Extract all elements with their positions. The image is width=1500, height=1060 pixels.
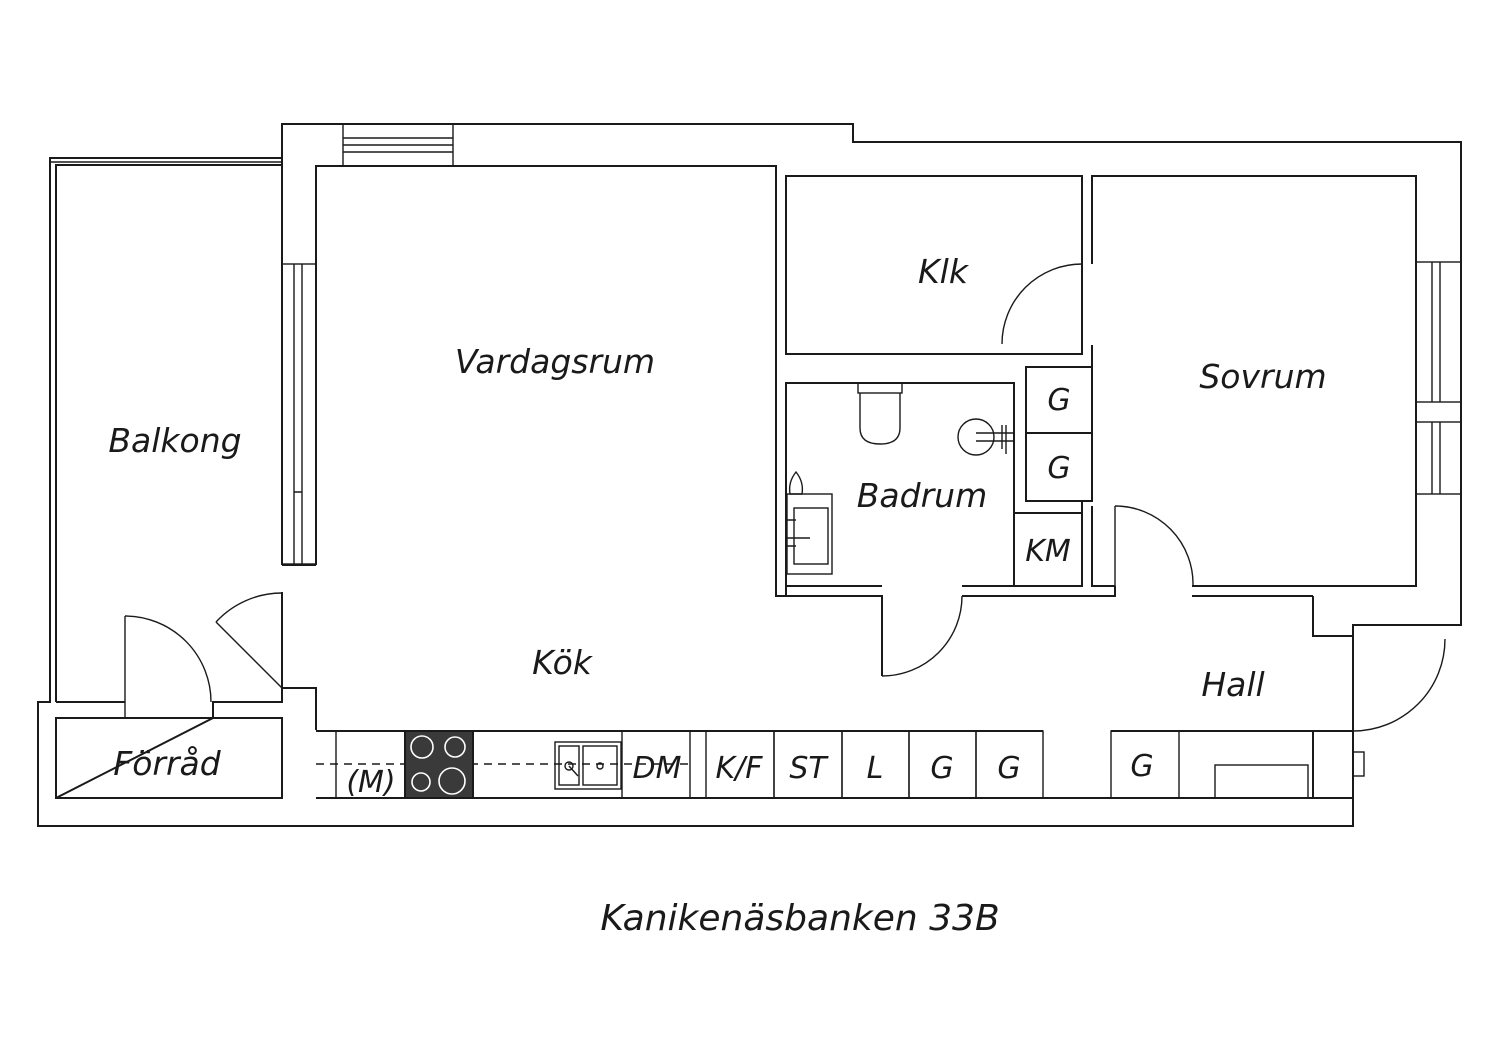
shower-area [786, 493, 833, 575]
living-door-arc [215, 592, 283, 623]
kitchen-faucet [564, 761, 574, 771]
burner-4 [438, 767, 466, 795]
bedroom-window-1 [1415, 261, 1462, 403]
shower-tray [793, 507, 829, 565]
kitchen-sink-basin-1 [558, 745, 580, 786]
balcony-window [281, 263, 317, 565]
entrance-door-leaf [1353, 639, 1445, 731]
klk-opening [1083, 266, 1091, 344]
living-door-leaf [215, 621, 283, 689]
kitchen-sink [554, 741, 622, 790]
cabinet-label-st: ST [789, 751, 829, 786]
cabinet-g-kitchen-2-box [975, 730, 1044, 799]
entrance-frame [1192, 595, 1353, 732]
cabinet-label-l: L [867, 751, 884, 786]
forrad-box [55, 717, 283, 799]
balcony-door-arc [124, 615, 212, 703]
top-window-glass [343, 137, 453, 153]
kitchen-faucet-arm [568, 765, 579, 777]
klk-door [1001, 263, 1083, 345]
room-label-balkong: Balkong [108, 421, 241, 460]
room-label-hall: Hall [1201, 665, 1264, 704]
kitchen-drain [596, 762, 604, 770]
bedroom-window-2 [1415, 421, 1462, 495]
living-room-left-lower-wall [281, 564, 317, 730]
cabinet-label-m: (M) [346, 765, 395, 800]
kitchen-sink-basin-2 [582, 745, 618, 786]
stove [404, 730, 474, 799]
cabinet-g-hall-box [1110, 730, 1180, 799]
toilet-bowl [859, 393, 901, 445]
shower-head [788, 470, 804, 495]
bedroom-window-1-glass [1431, 262, 1441, 402]
cabinet-label-g-kitchen-1: G [930, 751, 953, 786]
room-label-klk: Klk [918, 252, 970, 291]
cabinet-label-kf: K/F [715, 751, 763, 786]
bathroom-sink [957, 418, 995, 456]
cabinet-label-g-hall: G [1130, 749, 1153, 784]
burner-2 [444, 736, 466, 758]
shower-tap [787, 519, 810, 547]
cabinet-label-dm: DM [633, 751, 682, 786]
room-label-sovrum: Sovrum [1199, 357, 1326, 396]
living-room-walls [315, 165, 1116, 676]
badrum-door-arc [881, 595, 963, 677]
room-label-vardagsrum: Vardagsrum [455, 342, 655, 381]
hall-bench [1214, 764, 1309, 799]
room-label-kok: Kök [532, 643, 594, 682]
klk-walls [785, 175, 1083, 355]
room-label-forrad: Förråd [113, 744, 222, 783]
address-caption: Kanikenäsbanken 33B [600, 898, 999, 939]
balcony-window-glass [293, 264, 303, 564]
bedroom-window-2-glass [1431, 422, 1441, 494]
cabinet-label-g-bath-2: G [1047, 451, 1070, 486]
room-label-badrum: Badrum [857, 476, 987, 515]
burner-3 [411, 772, 431, 792]
badrum-walls [785, 382, 1015, 596]
outer-wall [37, 123, 1462, 827]
cabinet-label-g-bath-1: G [1047, 383, 1070, 418]
cabinet-dm-box [621, 730, 691, 799]
toilet-tank [857, 382, 903, 394]
doorbell [1352, 751, 1365, 777]
entrance-door-arc [1352, 638, 1446, 732]
bathroom-faucet [976, 425, 1014, 454]
sovrum-walls [1091, 175, 1417, 587]
cabinet-g-bath-2-box [1025, 432, 1093, 502]
sovrum-door-arc [1114, 505, 1194, 587]
balcony-outline [55, 164, 282, 702]
cabinet-label-km: KM [1025, 534, 1071, 569]
cabinet-label-g-kitchen-2: G [997, 751, 1020, 786]
burner-1 [410, 735, 434, 759]
